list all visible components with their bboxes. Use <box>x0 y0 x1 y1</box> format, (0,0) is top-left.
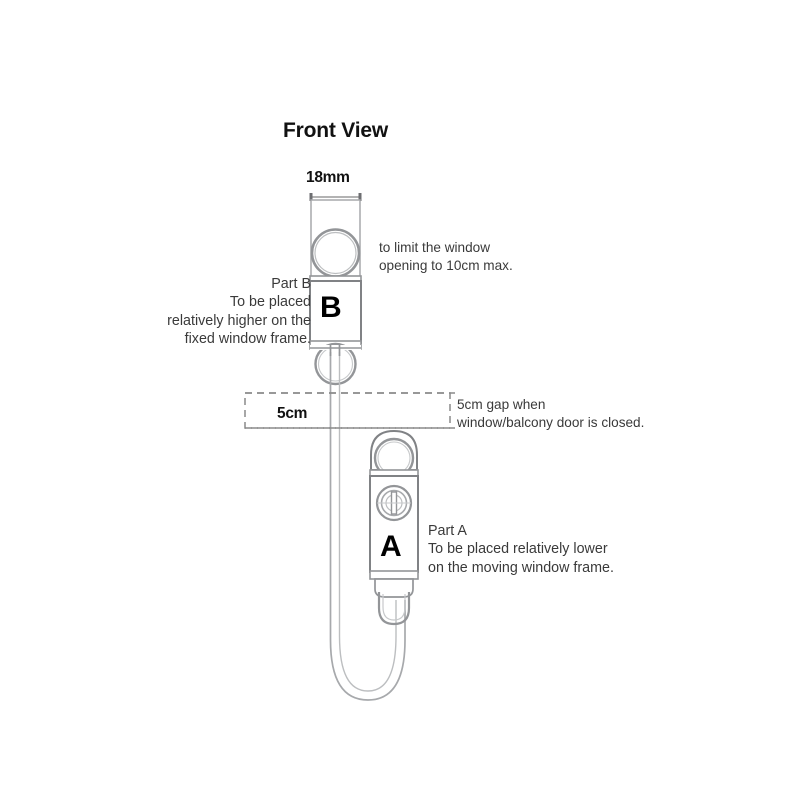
dimension-label-width: 18mm <box>306 169 350 186</box>
annotation-gap: 5cm gap when window/balcony door is clos… <box>457 396 687 432</box>
part-b-illustration <box>309 199 362 386</box>
cable-loop <box>329 344 406 701</box>
part-b-caption-line1: To be placed <box>229 294 311 311</box>
part-b-caption-line3: fixed window frame. <box>184 330 311 347</box>
part-b-caption-title: Part B <box>271 276 311 292</box>
part-a-caption-line1: To be placed relatively lower <box>428 541 608 558</box>
part-a-caption-line2: on the moving window frame. <box>428 559 614 576</box>
part-a-caption: Part A To be placed relatively lower on … <box>428 522 693 577</box>
annotation-opening-limit: to limit the window opening to 10cm max. <box>379 239 559 275</box>
dimension-label-gap: 5cm <box>277 405 308 422</box>
annotation-gap-line1: 5cm gap when <box>457 397 546 412</box>
part-a-caption-title: Part A <box>428 523 467 539</box>
annotation-opening-limit-line2: opening to 10cm max. <box>379 258 513 274</box>
part-b-caption-line2: relatively higher on the <box>167 312 311 329</box>
part-a-badge: A <box>380 530 402 563</box>
page-title: Front View <box>283 119 388 142</box>
part-b-caption: Part B To be placed relatively higher on… <box>96 275 311 348</box>
annotation-opening-limit-line1: to limit the window <box>379 240 491 255</box>
annotation-gap-line2: window/balcony door is closed. <box>457 415 645 431</box>
gap-guide-lines <box>245 392 455 429</box>
gap-dashed-box <box>244 392 451 429</box>
part-a-illustration <box>369 429 419 626</box>
part-b-badge: B <box>320 291 342 324</box>
lock-mechanism-icon <box>375 484 413 522</box>
